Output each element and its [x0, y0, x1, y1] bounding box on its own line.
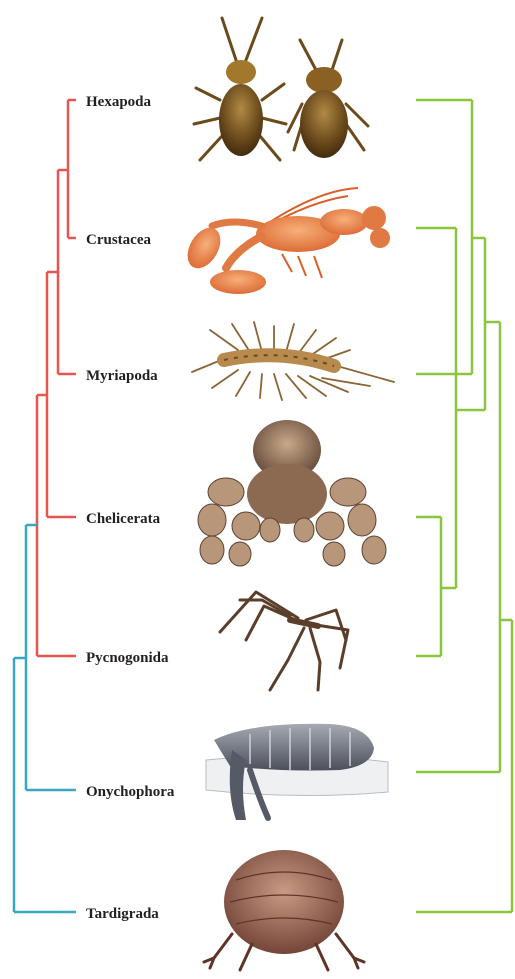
taxon-label-hexapoda: Hexapoda	[86, 94, 152, 110]
taxon-label-onychophora: Onychophora	[86, 784, 175, 800]
taxon-label-crustacea: Crustacea	[86, 232, 151, 248]
taxon-label-pycnogonida: Pycnogonida	[86, 650, 169, 666]
taxon-label-myriapoda: Myriapoda	[86, 368, 158, 384]
centipede-icon	[192, 322, 394, 400]
velvet-worm-icon	[206, 724, 388, 820]
tardigrade-icon	[204, 850, 364, 970]
tarantula-icon	[198, 420, 386, 566]
sea-spider-icon	[220, 592, 348, 690]
taxon-label-chelicerata: Chelicerata	[86, 511, 161, 527]
right-tree-alternative	[416, 100, 512, 912]
left-tree-outgroups	[14, 525, 76, 912]
left-tree-arthropoda	[37, 100, 76, 656]
taxon-label-tardigrada: Tardigrada	[86, 906, 159, 922]
taxon-labels: Hexapoda Crustacea Myriapoda Chelicerata…	[86, 94, 175, 922]
lobster-icon	[181, 188, 390, 294]
cockroach-icon	[194, 18, 368, 160]
